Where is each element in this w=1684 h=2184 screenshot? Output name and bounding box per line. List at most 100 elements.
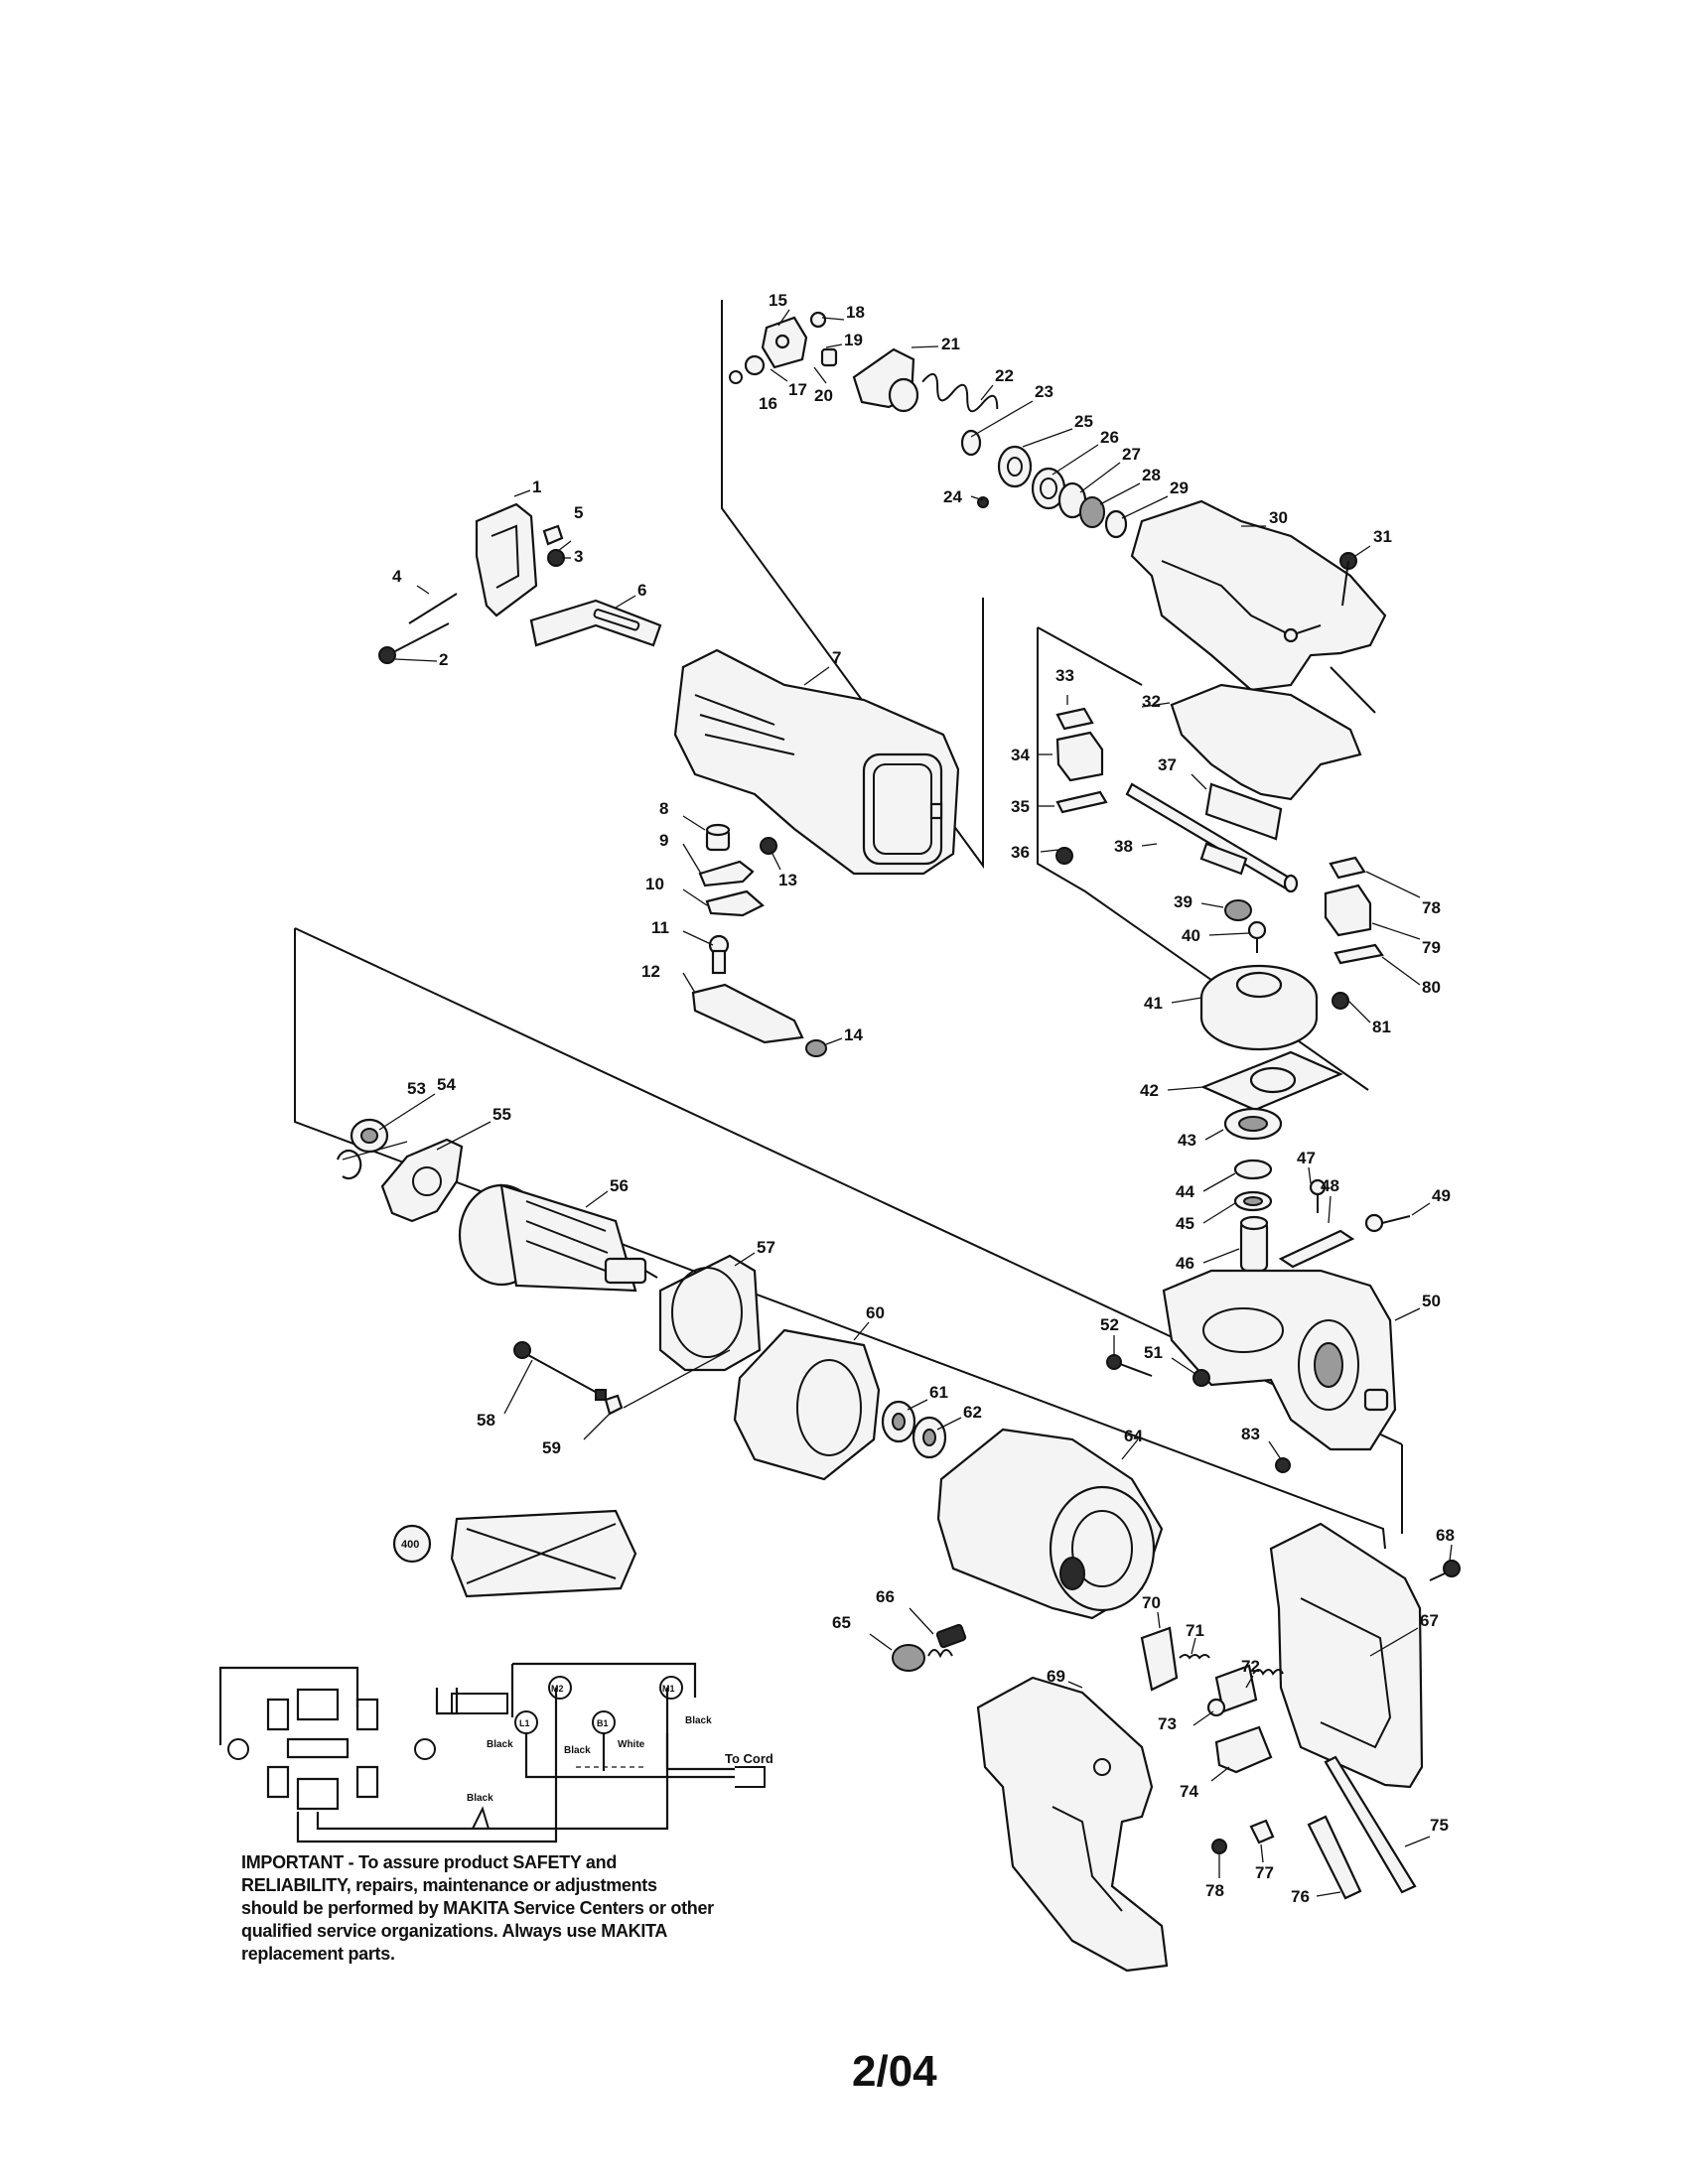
motor-housing-part bbox=[936, 1428, 1164, 1620]
terminal-M1: M1 bbox=[662, 1684, 675, 1694]
field-part bbox=[733, 1328, 881, 1481]
part-label-17: 17 bbox=[788, 380, 807, 399]
part-label-62: 62 bbox=[963, 1403, 982, 1422]
part-label-18: 18 bbox=[846, 303, 865, 322]
part-label-4: 4 bbox=[392, 567, 402, 586]
part-label-81: 80 bbox=[1422, 978, 1441, 997]
retaining-ring-part bbox=[336, 1149, 362, 1180]
handle-screw-part bbox=[1429, 1560, 1461, 1581]
part-label-43: 43 bbox=[1178, 1131, 1196, 1150]
part-label-82: 81 bbox=[1372, 1018, 1391, 1036]
wire-label-black-3: Black bbox=[685, 1715, 712, 1726]
part-label-52: 52 bbox=[1100, 1315, 1119, 1334]
part-label-15: 15 bbox=[769, 291, 787, 310]
part-label-19: 19 bbox=[844, 331, 863, 349]
part-label-9: 9 bbox=[659, 831, 668, 850]
wiring-diagram: L1 M2 B1 M1 Black Black White Black Blac… bbox=[218, 1662, 773, 1843]
wire-label-black-2: Black bbox=[564, 1745, 591, 1756]
part-label-67: 67 bbox=[1420, 1611, 1439, 1630]
terminal-M2: M2 bbox=[551, 1684, 564, 1694]
wire-label-black-1: Black bbox=[487, 1739, 513, 1750]
page-number: 2/04 bbox=[852, 2047, 937, 2096]
part-number-labels: 15 18 19 17 16 20 21 22 23 24 25 26 27 2… bbox=[392, 291, 1455, 1906]
part-label-46: 46 bbox=[1176, 1254, 1194, 1273]
ball-bearing-part bbox=[350, 1118, 389, 1154]
part-label-49: 49 bbox=[1432, 1186, 1451, 1205]
ring-parts bbox=[960, 429, 1128, 539]
part-label-3: 3 bbox=[574, 547, 583, 566]
part-label-76: 76 bbox=[1291, 1887, 1310, 1906]
part-label-56: 56 bbox=[610, 1176, 629, 1195]
lever-parts bbox=[691, 823, 827, 1057]
part-label-79: 78 bbox=[1422, 898, 1441, 917]
part-label-75: 75 bbox=[1430, 1816, 1449, 1835]
part-label-61: 61 bbox=[929, 1383, 948, 1402]
bearing-parts bbox=[1223, 1107, 1283, 1273]
part-label-42: 42 bbox=[1140, 1081, 1159, 1100]
part-label-39: 39 bbox=[1174, 892, 1193, 911]
part-label-72: 72 bbox=[1241, 1657, 1260, 1676]
part-label-1: 1 bbox=[532, 478, 541, 496]
part-label-57: 57 bbox=[757, 1238, 775, 1257]
important-safety-note: IMPORTANT - To assure product SAFETY and… bbox=[241, 1852, 714, 1964]
part-label-30: 30 bbox=[1269, 508, 1288, 527]
part-label-64: 64 bbox=[1124, 1427, 1143, 1445]
shoe-part bbox=[529, 599, 662, 647]
part-label-38: 38 bbox=[1114, 837, 1133, 856]
part-label-34: 34 bbox=[1011, 746, 1030, 764]
gasket-part bbox=[1170, 683, 1362, 801]
tool-case-label: 400 bbox=[401, 1539, 419, 1551]
part-label-36: 36 bbox=[1011, 843, 1030, 862]
part-label-31: 31 bbox=[1373, 527, 1392, 546]
plate-parts bbox=[1055, 790, 1384, 1010]
part-label-53: 53 bbox=[407, 1079, 426, 1098]
part-label-7: 7 bbox=[832, 648, 841, 667]
part-label-23: 23 bbox=[1035, 382, 1053, 401]
part-label-47: 47 bbox=[1297, 1149, 1316, 1167]
part-label-58: 58 bbox=[477, 1411, 495, 1430]
switch-parts bbox=[1140, 1626, 1284, 1774]
part-label-70: 70 bbox=[1142, 1593, 1161, 1612]
part-label-83: 83 bbox=[1241, 1425, 1260, 1443]
part-label-44: 44 bbox=[1176, 1182, 1194, 1201]
leader-lines bbox=[342, 309, 1453, 1897]
part-label-45: 45 bbox=[1176, 1214, 1194, 1233]
part-label-22: 22 bbox=[995, 366, 1014, 385]
baffle-plate-part bbox=[380, 1138, 464, 1223]
slider-rod-part bbox=[1125, 782, 1299, 893]
part-label-51: 51 bbox=[1144, 1343, 1163, 1362]
part-label-20: 20 bbox=[814, 386, 833, 405]
part-label-41: 41 bbox=[1144, 994, 1163, 1013]
handle-set-part bbox=[1269, 1522, 1424, 1789]
blade-clamp-part bbox=[729, 311, 919, 413]
wire-label-black-4: Black bbox=[467, 1793, 493, 1804]
crank-gear-part bbox=[1199, 964, 1319, 1051]
shoe-holder-part bbox=[378, 502, 565, 664]
part-label-24: 24 bbox=[943, 487, 962, 506]
fan-guide-part bbox=[658, 1254, 762, 1372]
part-label-54: 54 bbox=[437, 1075, 456, 1094]
small-screw-parts bbox=[1278, 1178, 1411, 1269]
part-label-29: 29 bbox=[1170, 478, 1189, 497]
gear-housing-part bbox=[1162, 1269, 1397, 1451]
part-label-8: 8 bbox=[659, 799, 668, 818]
screw-part bbox=[1339, 552, 1357, 607]
part-label-66: 66 bbox=[876, 1587, 895, 1606]
cord-parts bbox=[1211, 1755, 1417, 1900]
part-label-60: 60 bbox=[866, 1303, 885, 1322]
part-label-80: 79 bbox=[1422, 938, 1441, 957]
armature-part bbox=[458, 1183, 658, 1293]
part-label-65: 65 bbox=[832, 1613, 851, 1632]
part-label-33: 33 bbox=[1055, 666, 1074, 685]
part-label-26: 26 bbox=[1100, 428, 1119, 447]
part-label-12: 12 bbox=[641, 962, 660, 981]
part-label-13: 13 bbox=[778, 871, 797, 889]
wire-label-to-cord: To Cord bbox=[725, 1751, 773, 1766]
small-bearing-parts bbox=[881, 1400, 947, 1459]
part-label-40: 40 bbox=[1182, 926, 1200, 945]
part-label-16: 16 bbox=[759, 394, 777, 413]
bearing-plate-part bbox=[1200, 1050, 1343, 1112]
part-label-14: 14 bbox=[844, 1025, 863, 1044]
part-label-48: 48 bbox=[1321, 1176, 1339, 1195]
